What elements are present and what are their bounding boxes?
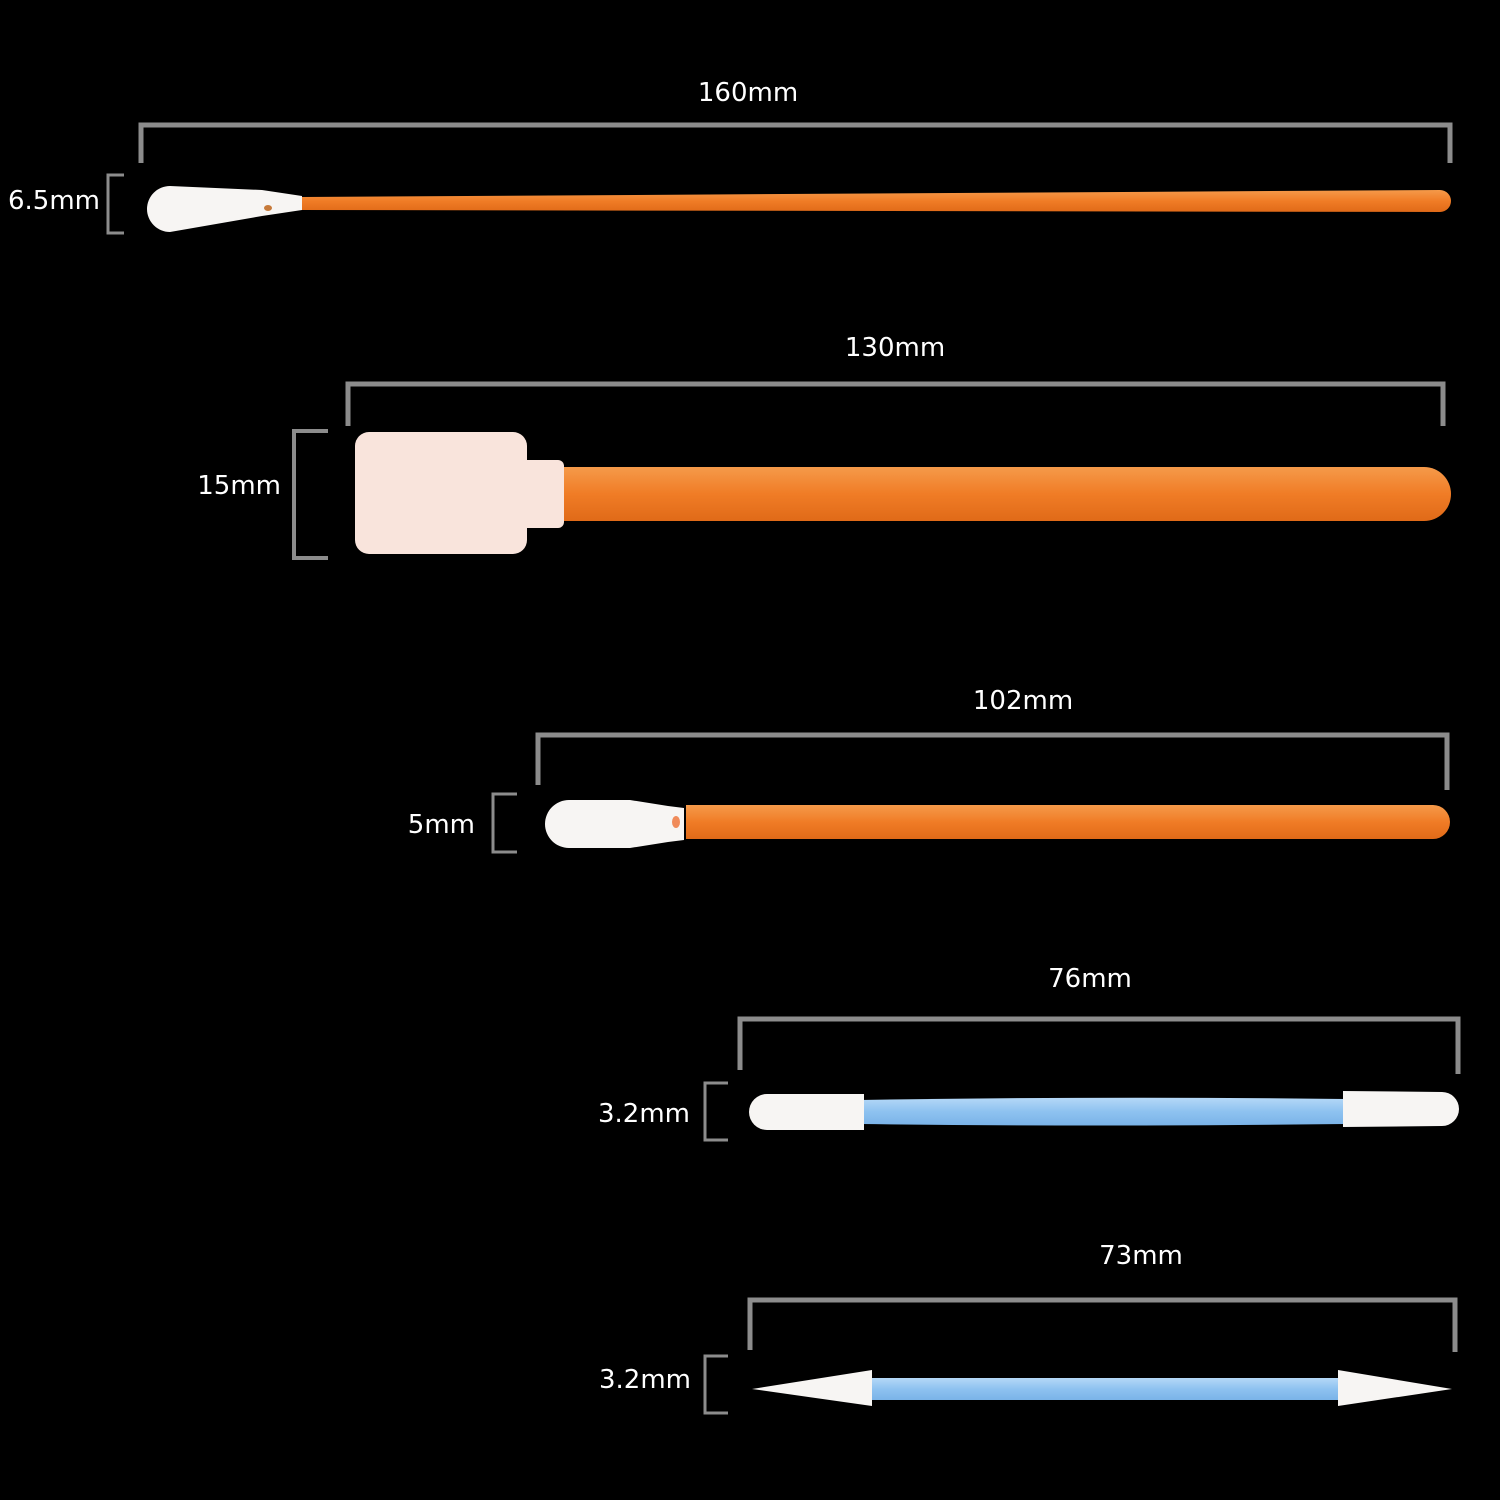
handle-5 — [872, 1378, 1340, 1400]
length-bracket-2 — [345, 381, 1446, 426]
swab-1 — [106, 122, 1453, 235]
foam-tip-3 — [545, 800, 684, 848]
foam-tip-4-right — [1343, 1091, 1459, 1127]
diameter-label-2: 15mm — [197, 471, 281, 501]
swab-2 — [292, 381, 1451, 560]
diameter-bracket-5 — [703, 1354, 728, 1415]
tip-dot-3 — [672, 816, 680, 828]
length-bracket-5 — [747, 1297, 1458, 1352]
diameter-label-5: 3.2mm — [598, 1365, 691, 1395]
diameter-bracket-4 — [703, 1081, 728, 1142]
foam-tip-5-left — [752, 1370, 872, 1406]
handle-3 — [686, 805, 1450, 839]
swab-3 — [491, 732, 1450, 854]
length-label-4: 76mm — [1048, 964, 1132, 994]
length-bracket-4 — [737, 1016, 1461, 1074]
length-bracket-1 — [138, 122, 1453, 163]
handle-2 — [552, 467, 1451, 521]
foam-tip-2 — [355, 432, 527, 554]
foam-tip-1 — [147, 186, 302, 232]
foam-tip-5-right — [1338, 1370, 1452, 1406]
foam-tip-4-left — [749, 1094, 864, 1130]
diameter-label-3: 5mm — [407, 810, 475, 840]
length-bracket-3 — [535, 732, 1450, 790]
swab-4 — [703, 1016, 1461, 1142]
diameter-bracket-1 — [106, 173, 124, 235]
handle-1 — [302, 190, 1451, 212]
length-label-3: 102mm — [972, 686, 1074, 716]
diameter-bracket-2 — [292, 429, 328, 560]
diameter-label-4: 3.2mm — [597, 1099, 690, 1129]
diameter-label-1: 6.5mm — [7, 186, 100, 216]
length-label-5: 73mm — [1099, 1241, 1183, 1271]
tip-dot-1 — [264, 205, 272, 211]
diameter-bracket-3 — [491, 792, 517, 854]
length-label-1: 160mm — [697, 78, 799, 108]
handle-4 — [860, 1097, 1345, 1126]
length-label-2: 130mm — [844, 333, 946, 363]
swab-5 — [703, 1297, 1458, 1415]
